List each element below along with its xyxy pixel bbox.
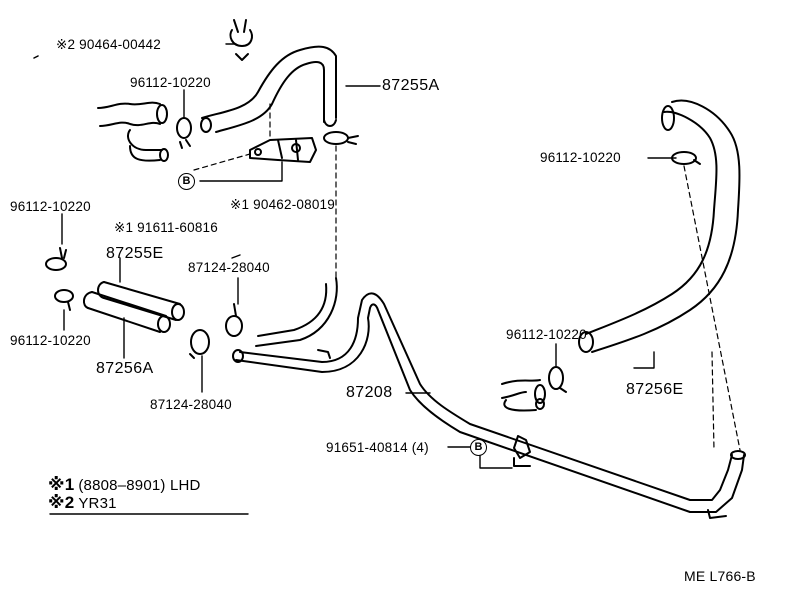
clamp-87124-b <box>189 329 210 359</box>
legend-text-2: YR31 <box>78 495 117 512</box>
legend-row-2: ※2 YR31 <box>48 493 117 512</box>
bracket <box>249 137 317 163</box>
hose-connector-right <box>501 379 546 412</box>
callout-87124-28040-a: 87124-28040 <box>188 260 270 275</box>
legend-row-1: ※1 (8808–8901) LHD <box>48 475 201 494</box>
callout-96112-10220-b: 96112-10220 <box>540 150 621 165</box>
hose-87255E <box>97 281 185 321</box>
legend-mark-2: ※2 <box>48 493 75 512</box>
callout-90462-08019: ※1 90462-08019 <box>230 197 335 212</box>
clamp-96112-b <box>323 131 359 145</box>
leader-lines <box>49 43 677 515</box>
callout-96112-10220-a: 96112-10220 <box>130 75 211 90</box>
dashed-guides <box>193 103 741 451</box>
clamp-96112-c <box>45 247 67 271</box>
hose-87255A <box>200 45 337 133</box>
stray-mark <box>33 55 39 59</box>
drawing-code: ME L766-B <box>684 568 756 584</box>
callout-96112-10220-d: 96112-10220 <box>10 333 91 348</box>
circle-mark-b-pipe: B <box>470 439 487 456</box>
callout-87255A: 87255A <box>382 77 440 94</box>
clamp-96112-d <box>54 289 74 311</box>
clamp-96112-a <box>176 117 192 149</box>
callout-87256A: 87256A <box>96 360 154 377</box>
callout-91611-60816: ※1 91611-60816 <box>114 220 218 235</box>
clamp-90464 <box>229 19 253 61</box>
circle-mark-b-bracket: B <box>178 173 195 190</box>
clamp-96112-e <box>548 366 567 393</box>
callout-87255E: 87255E <box>106 245 164 262</box>
pipe-87208 <box>232 277 746 519</box>
callout-91651-40814: 91651-40814 (4) <box>326 440 429 455</box>
clamp-87124-a <box>225 303 243 337</box>
callout-87256E: 87256E <box>626 381 684 398</box>
callout-87208: 87208 <box>346 384 393 401</box>
legend-mark-1: ※1 <box>48 475 75 494</box>
callout-96112-10220-c: 96112-10220 <box>10 199 91 214</box>
callout-87124-28040-b: 87124-28040 <box>150 397 232 412</box>
hose-connector-left <box>97 101 169 162</box>
callout-90464-00442: ※2 90464-00442 <box>56 37 161 52</box>
hose-87256E <box>578 99 741 353</box>
callout-96112-10220-e: 96112-10220 <box>506 327 587 342</box>
legend-text-1: (8808–8901) LHD <box>78 477 201 494</box>
